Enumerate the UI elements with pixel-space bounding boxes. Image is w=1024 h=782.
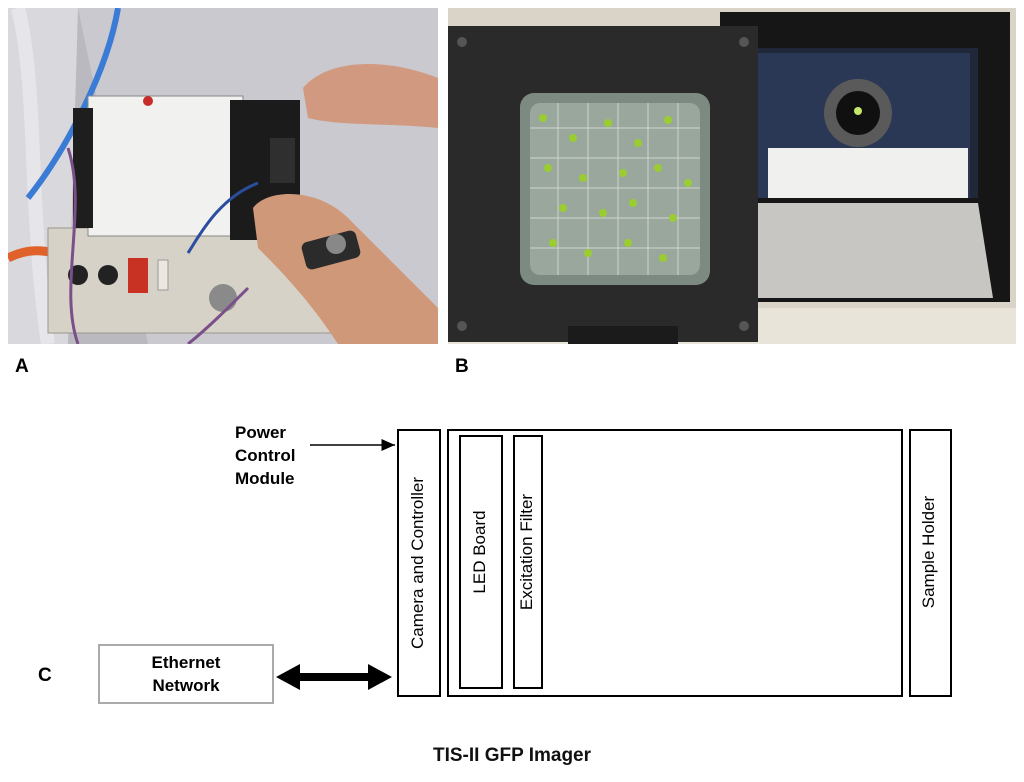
ethernet-double-arrow xyxy=(276,664,392,690)
camera-controller-box xyxy=(397,429,441,697)
photo-a-imager-in-lab xyxy=(8,8,438,344)
panel-letter-a: A xyxy=(15,356,29,377)
sample-holder-box xyxy=(909,429,952,697)
power-control-module-line-3: Module xyxy=(235,469,295,488)
excitation-filter-label: Excitation Filter xyxy=(517,493,536,611)
photo-a-illustration xyxy=(8,8,438,344)
ethernet-network-box xyxy=(98,644,274,704)
ethernet-network-line-1: Ethernet xyxy=(151,653,221,672)
led-board-box xyxy=(459,435,503,689)
photo-b-illustration xyxy=(448,8,1016,344)
power-control-module-line-2: Control xyxy=(235,446,296,465)
camera-and-controller-label: Camera and Controller xyxy=(408,477,427,649)
ethernet-network-line-2: Network xyxy=(152,676,220,695)
power-control-module-label: Power Control Module xyxy=(235,421,295,490)
sample-holder-label: Sample Holder xyxy=(919,495,938,609)
excitation-filter-box xyxy=(513,435,543,689)
figure-caption: TIS-II GFP Imager xyxy=(432,745,592,766)
chamber-box xyxy=(447,429,903,697)
panel-letter-b: B xyxy=(455,356,469,377)
ethernet-network-label: Ethernet Network xyxy=(99,651,273,697)
led-board-label: LED Board xyxy=(470,510,489,594)
photo-b-open-imager-sample-plate xyxy=(448,8,1016,344)
power-control-module-line-1: Power xyxy=(235,423,287,442)
panel-letter-c: C xyxy=(38,665,52,686)
